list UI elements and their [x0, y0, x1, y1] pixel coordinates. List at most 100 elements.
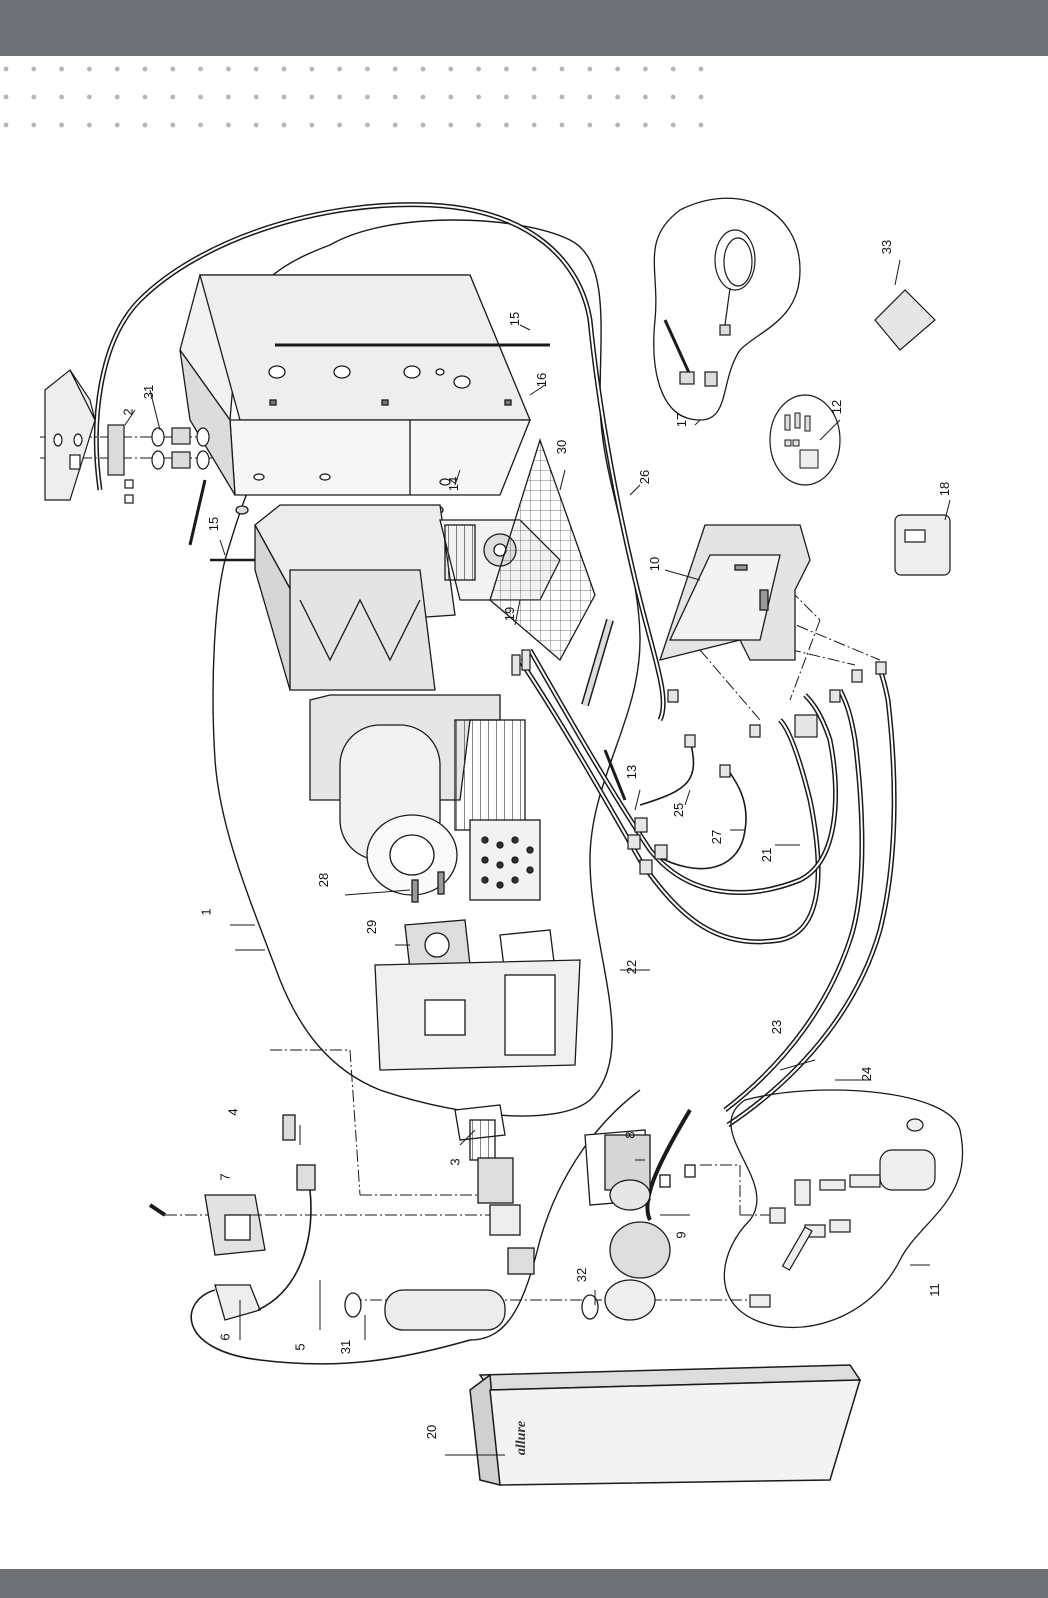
label-25: 25: [671, 802, 687, 818]
label-31a: 31: [141, 384, 157, 400]
dot: [114, 122, 120, 128]
cable-23: [723, 688, 865, 1112]
dot: [670, 122, 676, 128]
control-box-10: [659, 524, 811, 661]
label-24: 24: [859, 1066, 875, 1082]
dot: [670, 94, 676, 100]
dot: [392, 66, 398, 72]
dot: [420, 122, 426, 128]
dot: [170, 94, 176, 100]
dot: [643, 66, 648, 72]
casing-14-16: [179, 274, 550, 515]
dot: [504, 122, 509, 128]
dot: [643, 122, 648, 128]
dot: [615, 94, 620, 100]
dot: [559, 66, 565, 72]
gasket-3: [454, 1104, 535, 1275]
label-7: 7: [217, 1173, 233, 1181]
dot: [3, 122, 9, 128]
thermostat-18: [894, 514, 951, 576]
dot-pattern: [3, 66, 704, 128]
fan-assembly-8-9: [584, 1129, 696, 1321]
label-18: 18: [937, 481, 953, 497]
label-11: 11: [926, 1283, 942, 1297]
dot: [142, 94, 148, 100]
dot: [587, 122, 593, 128]
label-20: 20: [424, 1424, 440, 1440]
dot: [476, 122, 481, 128]
label-32: 32: [574, 1267, 590, 1283]
dot: [504, 66, 509, 72]
dot: [3, 94, 9, 100]
kit-11-parts: [749, 1118, 936, 1308]
electrode-4: [282, 1114, 316, 1191]
dot: [531, 94, 537, 100]
dot: [309, 66, 315, 72]
dot: [309, 122, 315, 128]
control-panel-top: [44, 369, 134, 504]
label-10: 10: [647, 556, 663, 572]
dot: [87, 122, 92, 128]
label-31b: 31: [338, 1339, 354, 1355]
dot: [226, 94, 231, 100]
label-15b: 15: [206, 516, 222, 532]
cable-25: [639, 739, 695, 806]
dot: [59, 94, 64, 100]
label-17: 17: [674, 412, 690, 428]
dot: [531, 66, 537, 72]
dot: [365, 94, 370, 100]
sensor-6: [214, 1284, 261, 1321]
dot: [142, 66, 148, 72]
dot: [59, 122, 64, 128]
cable-24: [726, 669, 897, 1128]
flue-pipe: [344, 1289, 599, 1331]
dot: [365, 66, 370, 72]
dot: [420, 66, 426, 72]
dot: [31, 94, 37, 100]
label-2: 2: [120, 408, 136, 416]
dot: [615, 66, 620, 72]
label-9: 9: [673, 1231, 689, 1239]
plate-33: [874, 289, 936, 351]
dot: [253, 122, 259, 128]
dot: [559, 94, 565, 100]
dot: [504, 94, 509, 100]
lower-outline: [469, 1089, 641, 1341]
dot: [281, 66, 287, 72]
dot: [559, 122, 565, 128]
label-28: 28: [316, 872, 332, 888]
dot: [142, 122, 148, 128]
label-26: 26: [637, 469, 653, 485]
front-plate-29: [374, 919, 581, 1071]
dot: [448, 122, 454, 128]
dot: [3, 66, 9, 72]
cable-lower-loop: [645, 1108, 692, 1221]
dot: [226, 66, 231, 72]
label-14: 14: [446, 476, 462, 492]
header-bar: [0, 0, 1048, 56]
cable-5: [257, 1189, 312, 1311]
connectors: [511, 649, 887, 875]
label-27: 27: [709, 829, 725, 845]
label-33: 33: [879, 239, 895, 255]
dot: [31, 66, 37, 72]
exploded-parts-diagram: [40, 197, 964, 1486]
label-15a: 15: [507, 311, 523, 327]
parts-12-bubble: [769, 394, 841, 486]
dot: [365, 122, 370, 128]
label-29: 29: [364, 919, 380, 935]
dot: [531, 122, 537, 128]
dot: [337, 122, 342, 128]
dot: [59, 66, 64, 72]
dot: [698, 122, 704, 128]
filter-30: [489, 437, 596, 662]
dot: [420, 94, 426, 100]
burner-28: [309, 694, 541, 903]
dot: [281, 122, 287, 128]
dot: [309, 94, 315, 100]
dot: [476, 94, 481, 100]
dot: [198, 94, 204, 100]
kit-11-bubble: [723, 1089, 964, 1328]
dot: [170, 122, 176, 128]
dot: [448, 94, 454, 100]
